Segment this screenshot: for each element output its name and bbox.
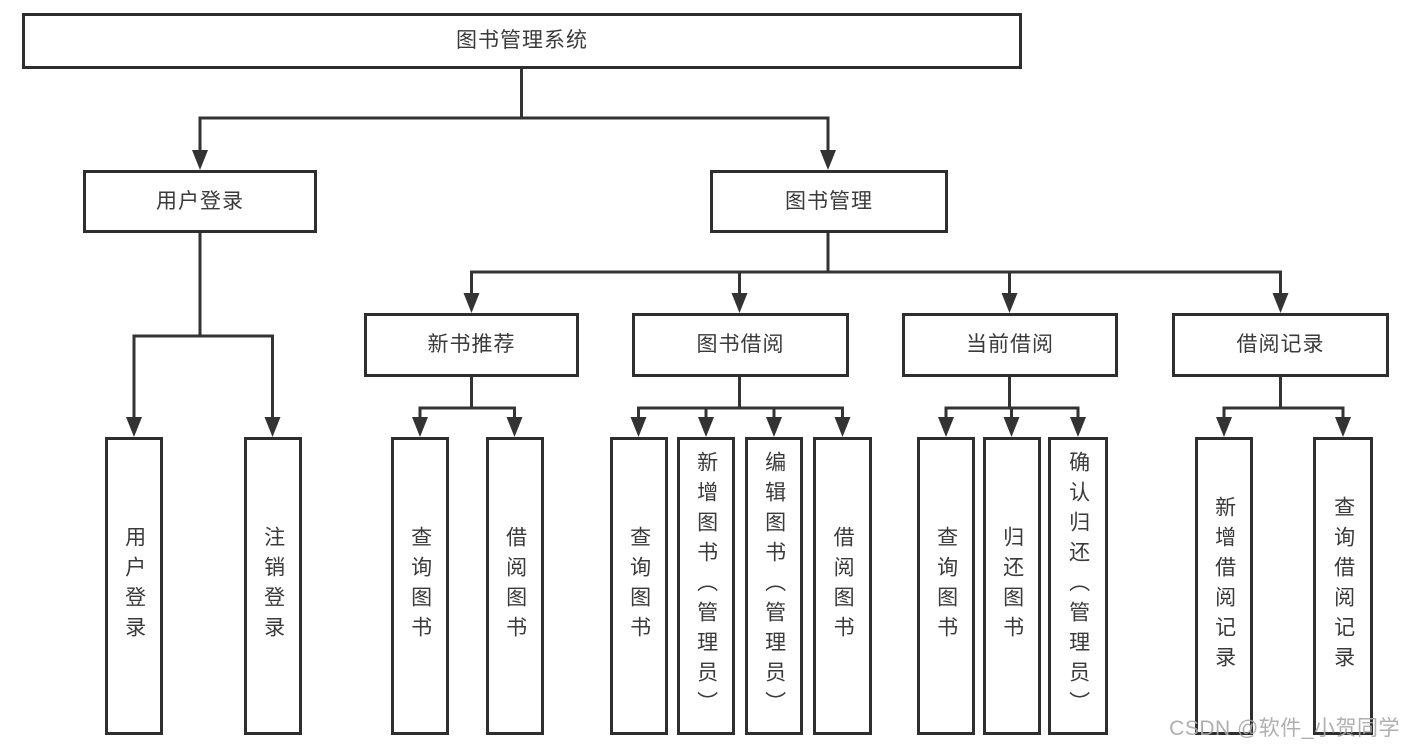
node-library-management-system: 图书管理系统 <box>22 13 1022 69</box>
node-leaf-borrow-books-2: 借阅图书 <box>813 437 872 735</box>
node-leaf-borrow-books-1: 借阅图书 <box>486 437 544 735</box>
node-leaf-confirm-return-admin: 确认归还（管理员） <box>1048 437 1108 735</box>
node-leaf-edit-books-admin: 编辑图书（管理员） <box>745 437 803 735</box>
node-leaf-user-login: 用户登录 <box>105 437 163 735</box>
node-new-book-recommendation: 新书推荐 <box>364 313 579 377</box>
csdn-watermark: CSDN @软件_小贺同学 <box>1169 717 1400 740</box>
node-leaf-logout: 注销登录 <box>244 437 302 735</box>
node-leaf-query-books-2: 查询图书 <box>610 437 668 735</box>
node-leaf-add-books-admin: 新增图书（管理员） <box>677 437 735 735</box>
node-current-borrowing: 当前借阅 <box>902 313 1118 377</box>
node-book-borrowing: 图书借阅 <box>632 313 849 377</box>
node-leaf-query-books-1: 查询图书 <box>391 437 449 735</box>
node-leaf-query-books-3: 查询图书 <box>917 437 975 735</box>
node-leaf-return-books: 归还图书 <box>983 437 1041 735</box>
node-leaf-add-borrow-record: 新增借阅记录 <box>1195 437 1253 735</box>
node-borrowing-records: 借阅记录 <box>1172 313 1389 377</box>
node-user-login: 用户登录 <box>83 170 317 233</box>
node-book-management: 图书管理 <box>710 170 948 233</box>
node-leaf-query-borrow-record: 查询借阅记录 <box>1313 437 1373 735</box>
